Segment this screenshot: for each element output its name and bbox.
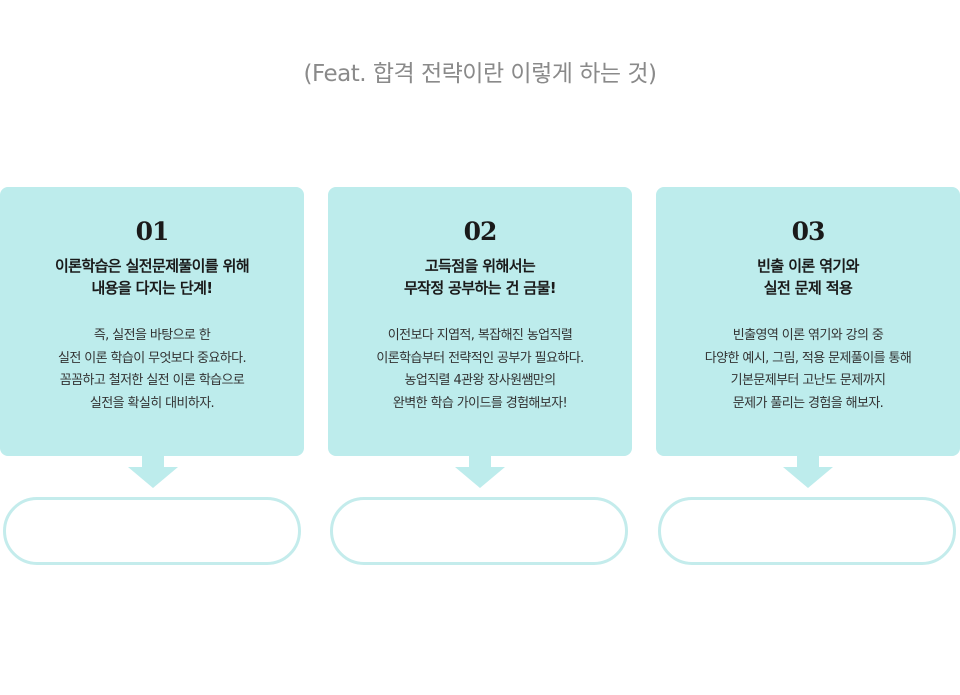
step-card-1: 01 이론학습은 실전문제풀이를 위해 내용을 다지는 단계! 즉, 실전을 바… [0, 187, 304, 456]
card-title: 이론학습은 실전문제풀이를 위해 내용을 다지는 단계! [54, 257, 250, 297]
step-card-3: 03 빈출 이론 엮기와 실전 문제 적용 빈출영역 이론 엮기와 강의 중 다… [656, 187, 960, 456]
card-description: 빈출영역 이론 엮기와 강의 중 다양한 예시, 그림, 적용 문제풀이를 통해… [704, 328, 912, 411]
result-pill-1 [3, 497, 301, 565]
down-arrow-icon [455, 456, 505, 488]
card-description: 이전보다 지엽적, 복잡해진 농업직렬 이론학습부터 전략적인 공부가 필요하다… [376, 328, 584, 411]
card-number: 02 [463, 217, 498, 246]
down-arrow-icon [128, 456, 178, 488]
page-subtitle: (Feat. 합격 전략이란 이렇게 하는 것) [303, 61, 657, 87]
result-pill-2 [330, 497, 628, 565]
card-title: 빈출 이론 엮기와 실전 문제 적용 [757, 257, 859, 297]
step-card-2: 02 고득점을 위해서는 무작정 공부하는 건 금물! 이전보다 지엽적, 복잡… [328, 187, 632, 456]
result-pill-3 [658, 497, 956, 565]
down-arrow-icon [783, 456, 833, 488]
card-description: 즉, 실전을 바탕으로 한 실전 이론 학습이 무엇보다 중요하다. 꼼꼼하고 … [57, 328, 247, 411]
card-number: 03 [791, 217, 826, 246]
card-number: 01 [135, 217, 170, 246]
card-title: 고득점을 위해서는 무작정 공부하는 건 금물! [403, 257, 557, 297]
